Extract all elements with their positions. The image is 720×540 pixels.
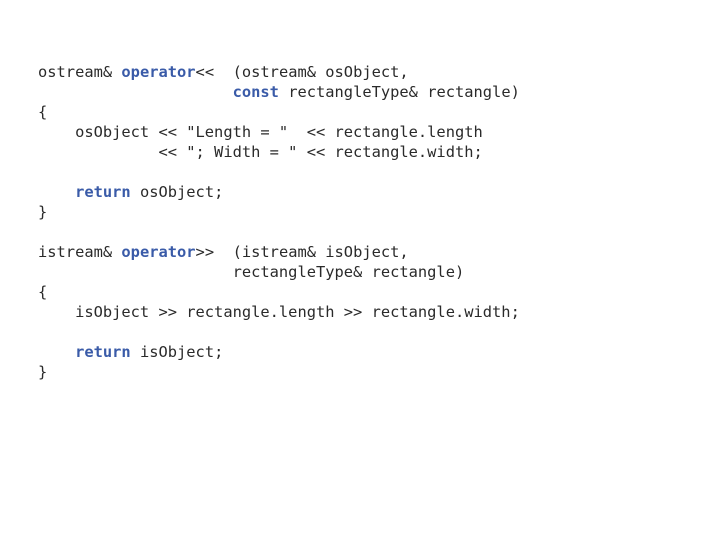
code-line: return isObject; — [38, 342, 520, 362]
code-line: rectangleType& rectangle) — [38, 262, 520, 282]
code-line: ostream& operator<< (ostream& osObject, — [38, 62, 520, 82]
code-line — [38, 162, 520, 182]
code-text: >> (istream& isObject, — [195, 243, 409, 261]
code-line: } — [38, 362, 520, 382]
code-keyword: return — [75, 183, 131, 201]
code-line: { — [38, 282, 520, 302]
code-line: isObject >> rectangle.length >> rectangl… — [38, 302, 520, 322]
code-line — [38, 222, 520, 242]
code-text: rectangleType& rectangle) — [38, 263, 465, 281]
code-keyword: operator — [121, 243, 196, 261]
code-text — [38, 83, 233, 101]
code-text: } — [38, 363, 48, 381]
code-line: osObject << "Length = " << rectangle.len… — [38, 122, 520, 142]
code-line: } — [38, 202, 520, 222]
code-text: istream& — [38, 243, 122, 261]
code-keyword: operator — [121, 63, 196, 81]
code-text: osObject; — [130, 183, 224, 201]
code-text: << "; Width = " << rectangle.width; — [38, 143, 483, 161]
code-keyword: return — [75, 343, 131, 361]
code-line — [38, 322, 520, 342]
code-text — [38, 343, 75, 361]
code-text: osObject << "Length = " << rectangle.len… — [38, 123, 483, 141]
code-text: { — [38, 103, 48, 121]
code-line: istream& operator>> (istream& isObject, — [38, 242, 520, 262]
code-listing: ostream& operator<< (ostream& osObject, … — [38, 62, 520, 382]
code-text: ostream& — [38, 63, 122, 81]
code-text: << (ostream& osObject, — [195, 63, 409, 81]
code-keyword: const — [232, 83, 279, 101]
code-line: return osObject; — [38, 182, 520, 202]
code-line: const rectangleType& rectangle) — [38, 82, 520, 102]
code-text: { — [38, 283, 48, 301]
code-line: << "; Width = " << rectangle.width; — [38, 142, 520, 162]
code-text: isObject; — [130, 343, 224, 361]
code-text: rectangleType& rectangle) — [278, 83, 520, 101]
code-text: } — [38, 203, 48, 221]
code-text — [38, 183, 75, 201]
code-line: { — [38, 102, 520, 122]
code-text: isObject >> rectangle.length >> rectangl… — [38, 303, 520, 321]
